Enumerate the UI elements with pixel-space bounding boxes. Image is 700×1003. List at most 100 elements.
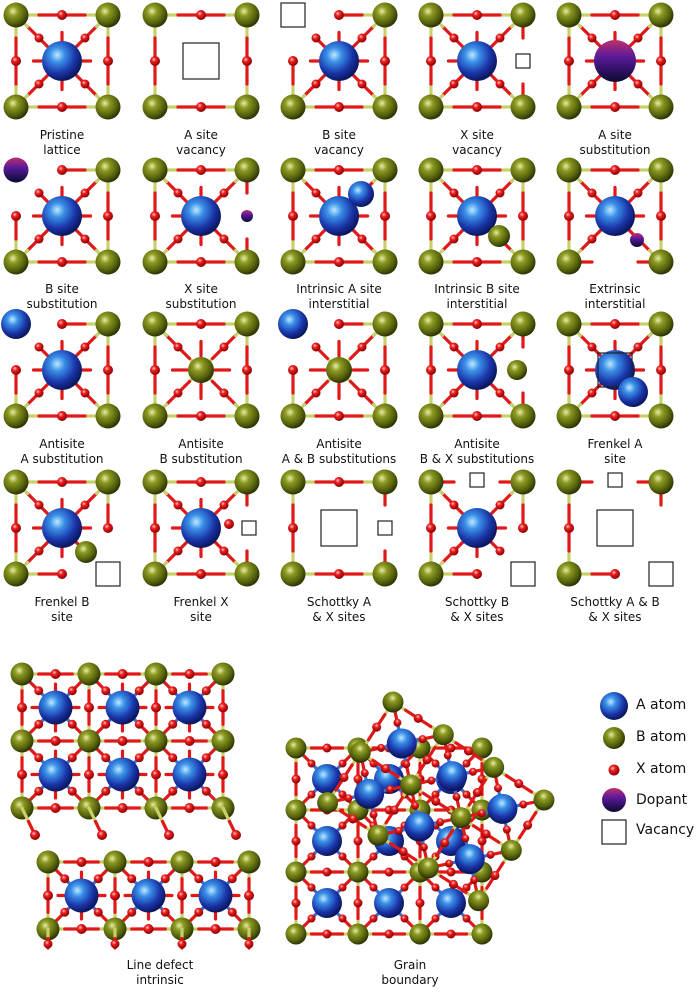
x-atom bbox=[472, 411, 482, 421]
x-atom bbox=[398, 847, 408, 857]
a-atom bbox=[457, 508, 497, 548]
x-atom bbox=[201, 686, 211, 696]
x-atom bbox=[57, 165, 67, 175]
x-atom bbox=[472, 165, 482, 175]
x-atom bbox=[11, 523, 21, 533]
a-atom bbox=[42, 41, 82, 81]
b-atom bbox=[95, 2, 121, 28]
panel-caption-line2: site bbox=[190, 610, 212, 624]
grain-boundary-caption-line1: Grain bbox=[393, 958, 427, 972]
x-atom bbox=[57, 411, 67, 421]
x-atom bbox=[426, 211, 436, 221]
b-atom bbox=[500, 839, 522, 861]
grain-boundary-caption: Grain boundary bbox=[320, 958, 500, 988]
x-atom bbox=[103, 523, 113, 533]
a-atom bbox=[172, 757, 207, 792]
b-atom bbox=[3, 2, 29, 28]
x-atom bbox=[173, 500, 183, 510]
x-atom bbox=[353, 836, 363, 846]
panel-caption-line2: vacancy bbox=[314, 143, 364, 157]
b-atom bbox=[372, 403, 398, 429]
b-atom bbox=[510, 403, 536, 429]
x-atom bbox=[127, 874, 137, 884]
bond-line bbox=[221, 806, 232, 824]
x-atom bbox=[334, 257, 344, 267]
x-atom bbox=[338, 883, 347, 892]
b-atom bbox=[372, 249, 398, 275]
x-atom bbox=[288, 211, 298, 221]
a-atom bbox=[404, 811, 435, 842]
x-atom bbox=[219, 188, 229, 198]
panel-caption-line2: & X sites bbox=[588, 610, 642, 624]
b-atom bbox=[556, 469, 582, 495]
vacancy-marker bbox=[648, 561, 674, 587]
x-atom bbox=[60, 874, 70, 884]
b-atom bbox=[418, 311, 444, 337]
a-atom bbox=[436, 888, 466, 918]
x-atom bbox=[173, 546, 183, 556]
unit-cell bbox=[142, 469, 260, 587]
a-atom bbox=[105, 757, 140, 792]
a-atom bbox=[319, 41, 359, 81]
x-atom bbox=[34, 500, 44, 510]
x-atom bbox=[495, 188, 505, 198]
bond-line bbox=[87, 806, 98, 824]
x-atom bbox=[431, 759, 440, 768]
x-atom bbox=[495, 33, 505, 43]
b-atom bbox=[10, 729, 34, 753]
panel-caption-line1: Frenkel X bbox=[173, 595, 229, 609]
vacancy-marker bbox=[607, 472, 623, 488]
a-atom bbox=[374, 888, 404, 918]
panel-caption-line1: Frenkel A bbox=[587, 437, 643, 451]
x-atom bbox=[134, 686, 144, 696]
x-atom bbox=[338, 790, 347, 799]
x-atom bbox=[344, 794, 353, 803]
b-atom bbox=[234, 311, 260, 337]
b-atom bbox=[280, 469, 306, 495]
x-atom bbox=[194, 874, 204, 884]
x-atom bbox=[57, 477, 67, 487]
grain-boundary-caption-line2: boundary bbox=[381, 973, 439, 987]
x-atom bbox=[84, 769, 94, 780]
x-atom bbox=[218, 702, 228, 713]
x-atom bbox=[93, 907, 103, 917]
dopant-atom bbox=[241, 210, 253, 222]
x-atom bbox=[338, 852, 347, 861]
x-atom bbox=[514, 779, 524, 789]
x-atom bbox=[656, 365, 666, 375]
b-atom bbox=[234, 469, 260, 495]
x-atom bbox=[173, 188, 183, 198]
legend-label-b-atom: B atom bbox=[636, 729, 687, 745]
legend-label-dopant: Dopant bbox=[636, 792, 688, 808]
x-atom bbox=[196, 477, 206, 487]
x-atom bbox=[196, 165, 206, 175]
x-atom bbox=[57, 569, 67, 579]
b-atom bbox=[382, 691, 404, 713]
x-atom bbox=[291, 774, 301, 784]
panel-caption-line1: Schottky A bbox=[306, 595, 372, 609]
b-atom bbox=[234, 2, 260, 28]
x-atom bbox=[307, 821, 316, 830]
b-atom bbox=[367, 824, 389, 846]
x-atom bbox=[440, 838, 450, 848]
x-atom bbox=[470, 875, 479, 884]
unit-cell bbox=[418, 2, 536, 120]
b-atom bbox=[510, 157, 536, 183]
x-atom bbox=[168, 753, 178, 763]
b-atom bbox=[234, 561, 260, 587]
legend-icons bbox=[600, 692, 628, 845]
x-atom bbox=[288, 365, 298, 375]
x-atom bbox=[101, 719, 111, 729]
b-atom bbox=[418, 94, 444, 120]
x-atom bbox=[150, 56, 160, 66]
x-atom bbox=[80, 79, 90, 89]
x-atom bbox=[196, 102, 206, 112]
b-atom bbox=[95, 94, 121, 120]
b-atom bbox=[372, 469, 398, 495]
b-atom bbox=[648, 469, 674, 495]
x-atom bbox=[564, 56, 574, 66]
panel-caption-line2: & X sites bbox=[312, 610, 366, 624]
line-defect-caption-line2: intrinsic bbox=[136, 973, 184, 987]
